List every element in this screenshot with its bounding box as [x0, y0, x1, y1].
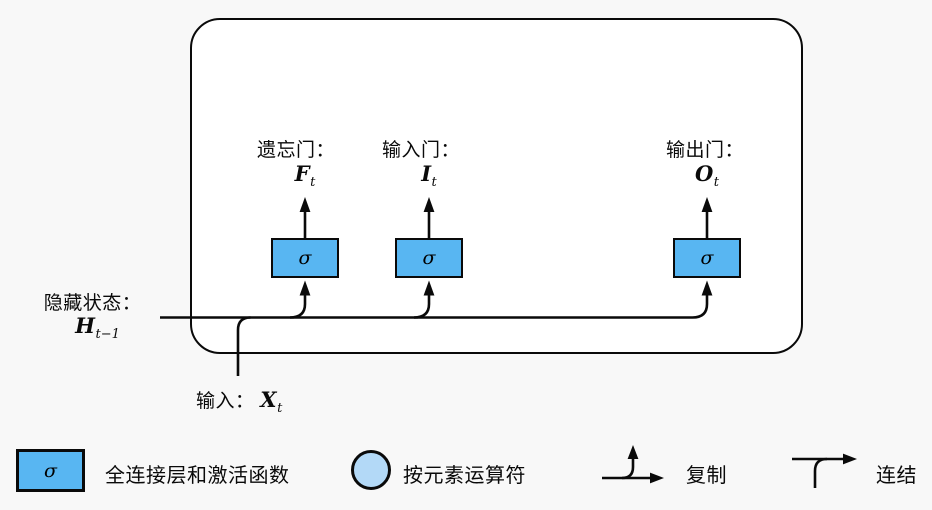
legend-label-concat: 连结: [876, 465, 917, 487]
sigma-symbol: σ: [422, 247, 436, 269]
input-gate-title: 输入门：: [381, 140, 460, 161]
sigma-symbol: σ: [700, 247, 714, 269]
forget-gate-title: 遗忘门：: [256, 140, 335, 161]
hidden-state-label: 隐藏状态：: [43, 293, 142, 314]
output-gate-title: 输出门：: [665, 140, 744, 161]
sigma-symbol: σ: [298, 247, 312, 269]
concat-merge-arrow-icon: [792, 453, 857, 488]
elementwise-operator-icon: [351, 450, 391, 490]
legend-sigma-box: σ: [16, 449, 85, 492]
sigma-symbol: σ: [44, 459, 57, 482]
forget-gate-sigma-box: σ: [271, 238, 339, 278]
legend-label-copy: 复制: [686, 465, 727, 487]
legend-label-fc-activation: 全连接层和激活函数: [105, 465, 290, 487]
legend-label-elementwise: 按元素运算符: [403, 465, 526, 487]
hidden-state-symbol: Ht−1: [75, 313, 120, 342]
input-label: 输入： Xt: [196, 387, 283, 416]
input-gate-sigma-box: σ: [395, 238, 463, 278]
copy-branch-arrow-icon: [602, 445, 664, 484]
input-gate-symbol: It: [421, 161, 437, 190]
forget-gate-symbol: Ft: [294, 161, 316, 190]
output-gate-sigma-box: σ: [673, 238, 741, 278]
output-gate-symbol: Ot: [694, 161, 720, 190]
